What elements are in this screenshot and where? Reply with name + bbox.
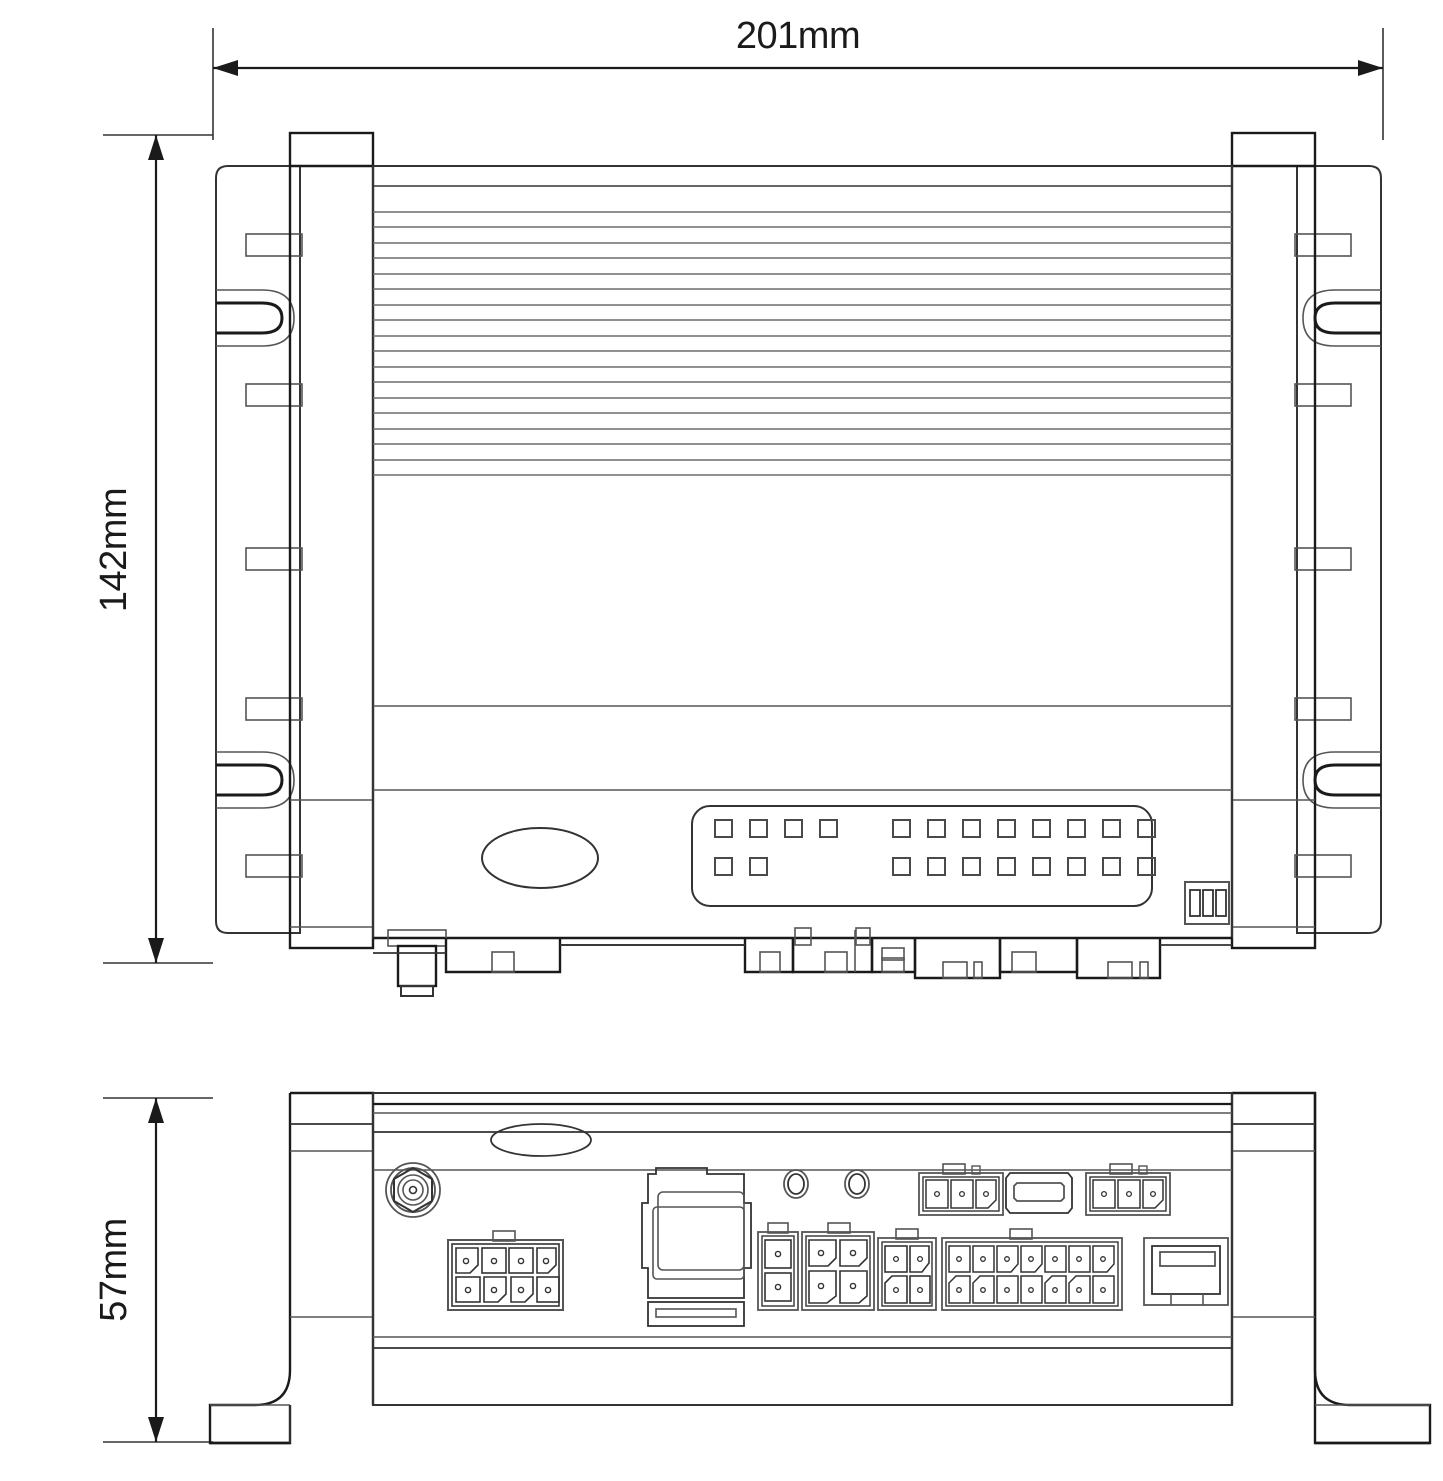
product-label-oval [481, 827, 599, 889]
top-view-body [215, 131, 1382, 997]
front-panel-view [208, 1091, 1432, 1445]
power-connector-8pin[interactable] [447, 1230, 564, 1311]
terminal-4pin-a[interactable] [801, 1222, 875, 1311]
sma-antenna-connector[interactable] [385, 1162, 441, 1218]
led-indicator-1 [783, 1169, 809, 1199]
dimension-height-57mm [103, 1097, 213, 1443]
terminal-4pin-b[interactable] [877, 1228, 937, 1311]
hdmi-port[interactable] [1005, 1172, 1073, 1214]
usb-type-a-port[interactable] [1143, 1237, 1229, 1306]
dip-switch[interactable] [1184, 881, 1230, 925]
heat-sink-fins [373, 211, 1232, 476]
dimension-label-depth: 142mm [93, 488, 135, 612]
product-label-oval [490, 1123, 592, 1157]
led-indicator-2 [844, 1169, 870, 1199]
rear-edge-connector-profile [373, 927, 1232, 997]
terminal-block [691, 805, 1153, 907]
terminal-3pin-left[interactable] [918, 1163, 1004, 1216]
dimension-width-201mm [212, 28, 1384, 140]
dimension-depth-142mm [103, 134, 213, 964]
dimension-label-width: 201mm [736, 15, 860, 57]
terminal-pin [714, 819, 1156, 876]
terminal-3pin-right[interactable] [1085, 1163, 1171, 1216]
sim-card-slot[interactable] [641, 1167, 752, 1327]
terminal-14pin[interactable] [941, 1228, 1123, 1311]
dimension-label-height: 57mm [93, 1218, 135, 1322]
terminal-2pin[interactable] [757, 1222, 799, 1311]
